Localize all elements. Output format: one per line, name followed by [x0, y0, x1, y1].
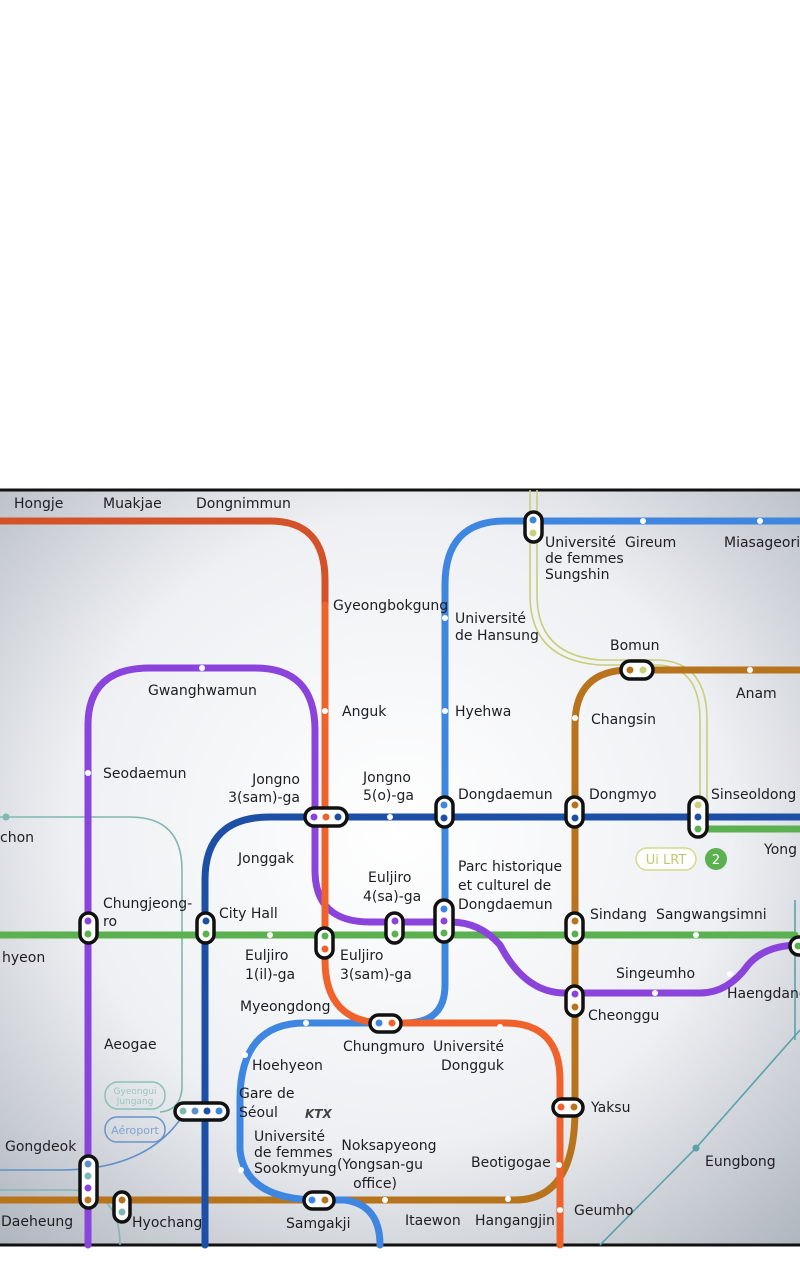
label-hoehyeon: Hoehyeon [252, 1058, 323, 1074]
label-sangwangsimni: Sangwangsimni [656, 907, 767, 923]
label-haengdang: Haengdang [727, 986, 800, 1002]
label-anguk: Anguk [342, 704, 387, 720]
label-dongnimmun: Dongnimmun [196, 496, 291, 512]
interchange-sinseoldong[interactable] [687, 795, 709, 839]
svg-text:Aéroport: Aéroport [111, 1124, 159, 1137]
interchange-chungmuro[interactable] [368, 1013, 403, 1034]
label-sindang: Sindang [590, 907, 647, 923]
interchange-jongno3[interactable] [303, 806, 349, 828]
label-anam: Anam [736, 686, 777, 702]
line-3-top [0, 517, 329, 614]
label-bomun: Bomun [610, 638, 660, 654]
label-beotigogae: Beotigogae [471, 1155, 551, 1171]
label-chungmuro: Chungmuro [343, 1039, 425, 1055]
label-dongdaemun: Dongdaemun [458, 787, 553, 803]
label-yong: Yong [763, 842, 797, 858]
ui-lrt-line [529, 490, 708, 820]
ui-lrt-badge: Ui LRT [635, 847, 697, 871]
airport-line [0, 1111, 186, 1171]
interchange-dongmyo[interactable] [564, 795, 585, 829]
interchange-sungshin[interactable] [523, 510, 544, 544]
interchange-sindang[interactable] [564, 911, 585, 945]
label-seodaemun: Seodaemun [103, 766, 187, 782]
interchange-yaksu[interactable] [551, 1097, 585, 1118]
interchange-cityhall[interactable] [195, 911, 216, 945]
station-dots [2, 518, 763, 1213]
label-gireum: Gireum [625, 535, 676, 551]
label-chon: chon [0, 830, 34, 846]
interchange-hyochang[interactable] [112, 1190, 132, 1224]
label-muakjae: Muakjae [103, 496, 162, 512]
line-4 [236, 517, 800, 1249]
label-aeogae: Aeogae [104, 1037, 157, 1053]
ktx-logo: KTX [305, 1107, 332, 1121]
label-myeongdong: Myeongdong [240, 999, 331, 1015]
label-dongmyo: Dongmyo [589, 787, 657, 803]
svg-text:Gyeongui: Gyeongui [114, 1087, 157, 1097]
interchange-euljiro4[interactable] [384, 911, 405, 945]
label-hongje: Hongje [14, 496, 63, 512]
interchange-ddp[interactable] [433, 898, 455, 944]
label-yaksu: Yaksu [590, 1100, 630, 1116]
label-chungjeongro: Chungjeong-ro [103, 896, 192, 930]
interchange-chungjeongro[interactable] [78, 911, 99, 945]
svg-text:Ui LRT: Ui LRT [646, 853, 687, 868]
label-hyochang: Hyochang [132, 1215, 202, 1231]
interchange-seoul-station[interactable] [173, 1101, 230, 1122]
label-hangangjin: Hangangjin [475, 1213, 555, 1229]
label-miasageori: Miasageori [724, 535, 800, 551]
interchange-euljiro3[interactable] [314, 926, 335, 960]
label-changsin: Changsin [591, 712, 656, 728]
line-1 [201, 813, 800, 1249]
svg-text:2: 2 [712, 853, 720, 868]
airport-badge: Aéroport [104, 1116, 166, 1143]
label-hyehwa: Hyehwa [455, 704, 511, 720]
label-singeumho: Singeumho [616, 966, 695, 982]
label-cheonggu: Cheonggu [588, 1008, 659, 1024]
label-eungbong: Eungbong [705, 1154, 776, 1170]
label-hyeon: hyeon [2, 950, 45, 966]
gyeongui-jungang-badge: Gyeongui Jungang [104, 1081, 166, 1110]
label-jonggak: Jonggak [237, 851, 295, 867]
label-samgakji: Samgakji [286, 1216, 350, 1232]
label-daeheung: Daeheung [1, 1214, 73, 1230]
label-sinseoldong: Sinseoldong [711, 787, 796, 803]
label-itaewon: Itaewon [405, 1213, 461, 1229]
label-gyeongbokgung: Gyeongbokgung [333, 598, 448, 614]
label-geumho: Geumho [574, 1203, 633, 1219]
label-gwanghwamun: Gwanghwamun [148, 683, 257, 699]
station-labels: Hongje Muakjae Dongnimmun Gyeongbokgung … [0, 496, 800, 1232]
interchange-dongdaemun[interactable] [434, 795, 455, 829]
line-3 [321, 601, 564, 1249]
label-gongdeok: Gongdeok [5, 1139, 77, 1155]
interchange-cheonggu[interactable] [564, 984, 585, 1018]
interchange-wangsimni[interactable] [788, 935, 800, 957]
line-2-number-badge: 2 [705, 848, 727, 870]
interchange-bomun[interactable] [619, 659, 655, 681]
interchange-gongdeok[interactable] [78, 1154, 99, 1210]
svg-text:Jungang: Jungang [116, 1097, 154, 1107]
interchange-samgakji[interactable] [302, 1190, 336, 1211]
label-cityhall: City Hall [219, 906, 278, 922]
